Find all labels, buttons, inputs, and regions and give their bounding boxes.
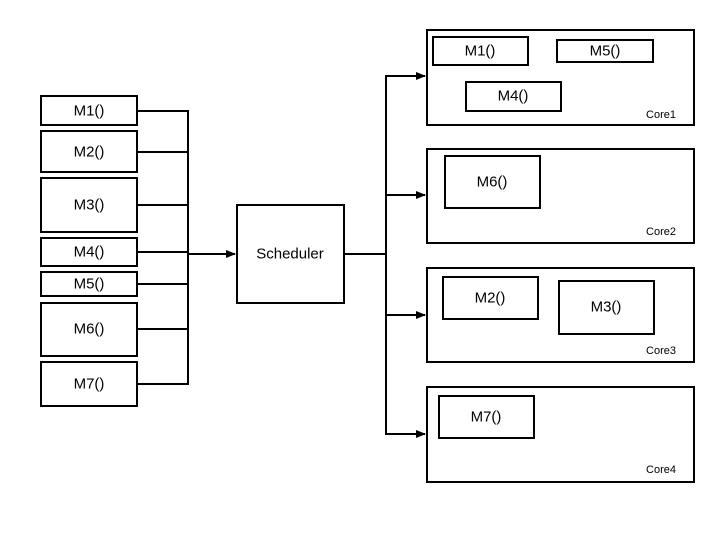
method-box-m3: M3() (40, 177, 138, 233)
core2-method-m6: M6() (444, 155, 541, 209)
core-label-2: Core2 (646, 226, 676, 238)
core-label-3: Core3 (646, 345, 676, 357)
core1-method-m5: M5() (556, 39, 654, 63)
core1-method-m4: M4() (465, 81, 562, 112)
method-label-m6: M6() (74, 321, 105, 338)
core1-method-label-m4: M4() (498, 88, 529, 105)
method-box-m5: M5() (40, 271, 138, 297)
method-connectors (137, 110, 189, 385)
core-label-1: Core1 (646, 109, 676, 121)
core1-method-m1: M1() (432, 36, 529, 66)
core-label-4: Core4 (646, 464, 676, 476)
core-box-2: M6() Core2 (426, 148, 695, 244)
method-box-m7: M7() (40, 361, 138, 407)
method-list: M1() M2() M3() M4() M5() M6() M7() (40, 95, 138, 407)
output-bus (344, 72, 426, 438)
scheduler-box: Scheduler (236, 204, 345, 304)
core3-method-m2: M2() (442, 276, 539, 320)
core1-method-label-m5: M5() (590, 43, 621, 60)
method-label-m5: M5() (74, 276, 105, 293)
core1-method-label-m1: M1() (465, 43, 496, 60)
core-box-4: M7() Core4 (426, 386, 695, 483)
core4-method-label-m7: M7() (471, 409, 502, 426)
core2-method-label-m6: M6() (477, 174, 508, 191)
method-box-m6: M6() (40, 302, 138, 357)
method-box-m2: M2() (40, 130, 138, 173)
method-box-m1: M1() (40, 95, 138, 126)
method-label-m1: M1() (74, 103, 105, 120)
method-box-m4: M4() (40, 237, 138, 267)
core3-method-label-m2: M2() (475, 290, 506, 307)
core-box-3: M2() M3() Core3 (426, 267, 695, 363)
core3-method-label-m3: M3() (591, 299, 622, 316)
core-box-1: M1() M5() M4() Core1 (426, 29, 695, 126)
method-label-m4: M4() (74, 244, 105, 261)
method-label-m2: M2() (74, 144, 105, 161)
core3-method-m3: M3() (558, 280, 655, 335)
method-label-m3: M3() (74, 197, 105, 214)
core4-method-m7: M7() (438, 395, 535, 439)
scheduler-label: Scheduler (256, 246, 324, 263)
method-label-m7: M7() (74, 376, 105, 393)
